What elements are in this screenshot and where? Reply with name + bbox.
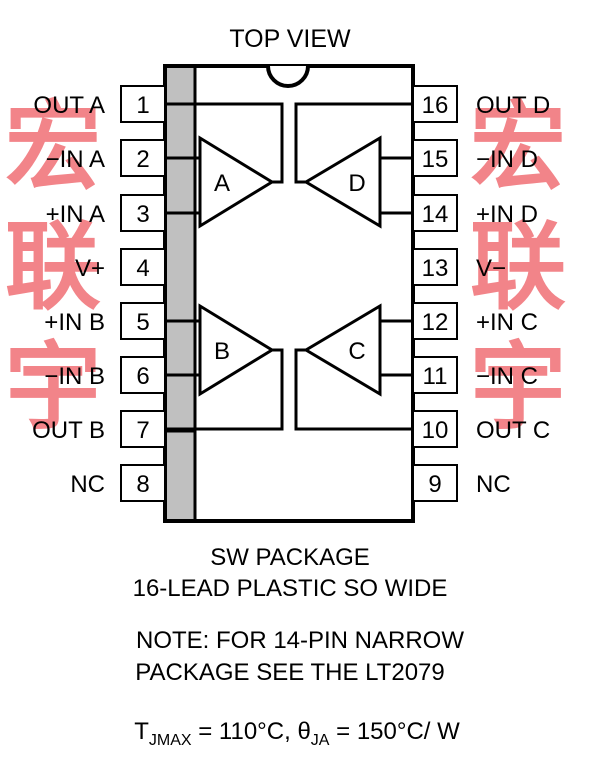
pin-number: 13	[422, 255, 449, 282]
svg-text:宏: 宏	[470, 91, 566, 203]
pin-number: 1	[136, 92, 149, 119]
pin-number: 14	[422, 201, 449, 228]
amplifier-a: A	[198, 135, 275, 229]
amplifier-b-label: B	[214, 338, 230, 365]
amplifier-a-label: A	[214, 170, 230, 197]
pin-label: V−	[476, 255, 506, 282]
watermark: 宏 联 宇 宏 联 宇	[5, 91, 566, 443]
pin-label: −IN B	[44, 363, 105, 390]
right-pin-labels: OUT D −IN D +IN D V− +IN C −IN C OUT C N…	[476, 92, 550, 498]
right-pins	[412, 85, 458, 502]
pin-label: +IN A	[46, 201, 105, 228]
pin1-notch	[266, 65, 310, 88]
amplifier-c-label: C	[348, 338, 365, 365]
amplifier-b: B	[198, 303, 275, 397]
pin-label: NC	[70, 471, 105, 498]
amplifier-d-label: D	[348, 170, 365, 197]
pin-number: 2	[136, 146, 149, 173]
amplifier-c-triangle	[303, 303, 382, 397]
theta-subscript: JA	[311, 732, 330, 749]
theta-value: = 150°C/ W	[329, 718, 460, 745]
package-name: SW PACKAGE	[210, 544, 370, 571]
amplifier-d-triangle	[303, 135, 382, 229]
pin-label: OUT C	[476, 417, 550, 444]
pin-label: OUT D	[476, 92, 550, 119]
pin-label: NC	[476, 471, 511, 498]
pin-label: +IN C	[476, 309, 538, 336]
pin-number: 6	[136, 363, 149, 390]
note-line-1: NOTE: FOR 14-PIN NARROW	[136, 627, 464, 654]
svg-text:宇: 宇	[5, 331, 101, 443]
left-pin-numbers: 1 2 3 4 5 6 7 8	[136, 92, 149, 498]
pin-label: −IN D	[476, 146, 538, 173]
pin1-strip	[165, 66, 195, 521]
pin-number: 8	[136, 471, 149, 498]
pin-number: 5	[136, 309, 149, 336]
pin-label: OUT A	[33, 92, 105, 119]
svg-text:联: 联	[470, 211, 566, 323]
amplifier-a-triangle	[198, 135, 275, 229]
tj-value: = 110°C,	[192, 718, 298, 745]
diagram-title: TOP VIEW	[229, 25, 351, 53]
internal-wiring	[165, 102, 413, 431]
pin-label: V+	[75, 255, 105, 282]
svg-text:宏: 宏	[5, 91, 101, 203]
pin-number: 4	[136, 255, 149, 282]
tj-symbol: T	[134, 718, 149, 745]
left-pins	[120, 85, 166, 502]
package-description: 16-LEAD PLASTIC SO WIDE	[133, 575, 448, 602]
amplifier-c: C	[303, 303, 382, 397]
tj-subscript: JMAX	[149, 732, 192, 749]
package-body	[163, 64, 415, 523]
pin-label: +IN B	[44, 309, 105, 336]
pin-number: 11	[423, 363, 448, 390]
right-pin-numbers: 16 15 14 13 12 11 10 9	[422, 92, 449, 498]
pin-label: OUT B	[32, 417, 105, 444]
left-pin-labels: OUT A −IN A +IN A V+ +IN B −IN B OUT B N…	[32, 92, 105, 498]
svg-text:宇: 宇	[470, 331, 566, 443]
pin-label: −IN C	[476, 363, 538, 390]
amplifier-d: D	[303, 135, 382, 229]
pin-number: 3	[136, 201, 149, 228]
svg-text:联: 联	[5, 211, 101, 323]
thermal-spec: TJMAX = 110°C, θJA = 150°C/ W	[134, 718, 460, 749]
pin-number: 12	[422, 309, 449, 336]
theta-symbol: θ	[297, 718, 310, 745]
pin-number: 16	[422, 92, 449, 119]
pin-label: −IN A	[46, 146, 105, 173]
pin-number: 15	[422, 146, 449, 173]
note-line-2: PACKAGE SEE THE LT2079	[135, 659, 444, 686]
pin-number: 10	[422, 417, 449, 444]
pin-label: +IN D	[476, 201, 538, 228]
pin-number: 7	[136, 417, 149, 444]
pin-number: 9	[428, 471, 441, 498]
amplifier-b-triangle	[198, 303, 275, 397]
